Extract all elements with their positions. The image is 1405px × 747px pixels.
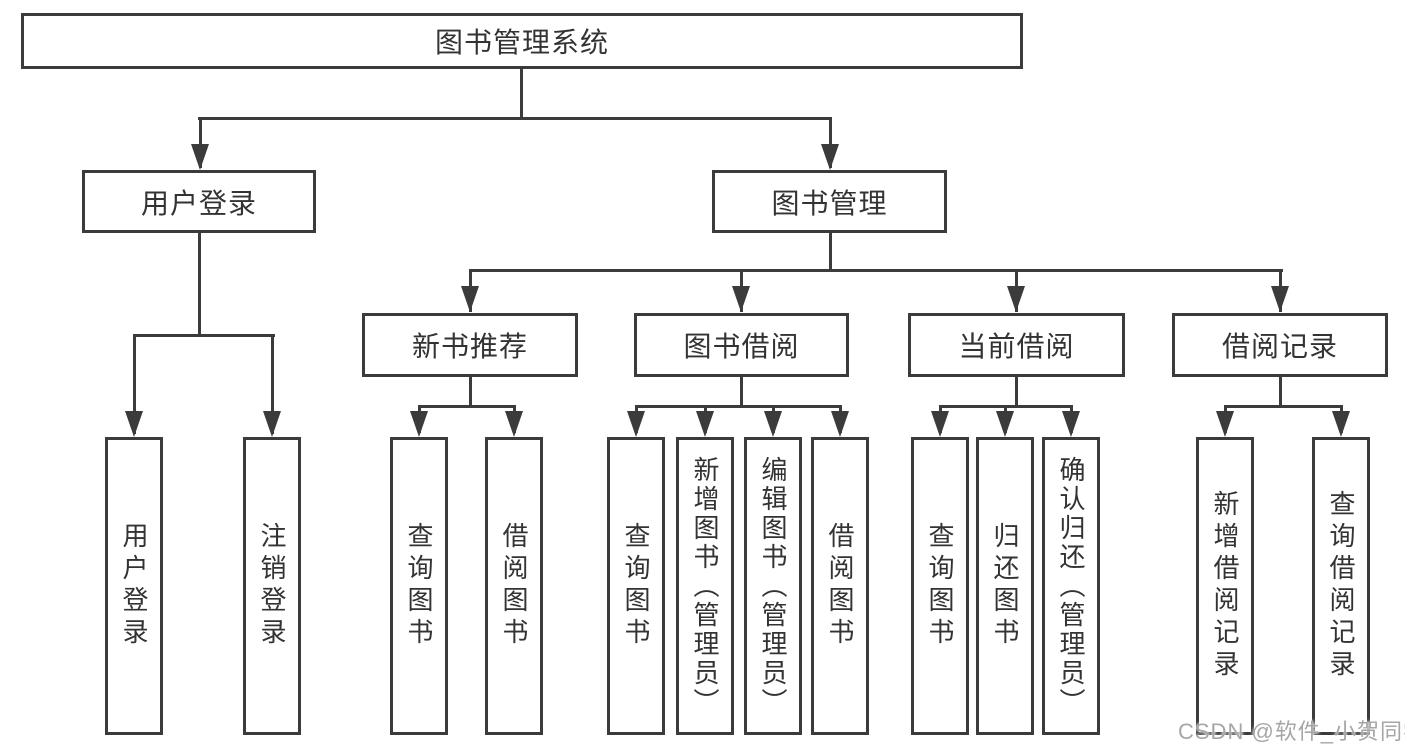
node-leaf-current-query: 查询图书 — [911, 437, 969, 735]
arrow-down-icon — [1216, 411, 1234, 437]
connector-book-borrowing-branch — [635, 405, 842, 408]
node-leaf-borrow-edit-label: 编辑图书（管理员） — [758, 455, 788, 717]
node-leaf-borrow-add: 新增图书（管理员） — [676, 437, 734, 735]
connector-to-leaf-user-login — [133, 334, 136, 434]
node-current-borrowing: 当前借阅 — [908, 313, 1125, 377]
connector-to-book-management — [829, 117, 832, 168]
arrow-down-icon — [764, 411, 782, 437]
arrow-down-icon — [627, 411, 645, 437]
connector-to-user-login — [199, 117, 202, 168]
arrow-down-icon — [1271, 286, 1289, 312]
arrow-down-icon — [1332, 411, 1350, 437]
node-leaf-logout-label: 注销登录 — [257, 522, 287, 650]
node-leaf-records-add: 新增借阅记录 — [1196, 437, 1254, 735]
connector-new-book-recommend-branch — [418, 405, 516, 408]
node-root-label: 图书管理系统 — [434, 27, 609, 58]
arrow-down-icon — [696, 411, 714, 437]
node-leaf-records-query: 查询借阅记录 — [1312, 437, 1370, 735]
node-book-borrowing: 图书借阅 — [634, 313, 849, 377]
arrow-down-icon — [996, 411, 1014, 437]
arrow-down-icon — [821, 144, 839, 170]
node-root: 图书管理系统 — [21, 13, 1023, 69]
node-borrowing-records-label: 借阅记录 — [1221, 331, 1338, 362]
node-leaf-current-return: 归还图书 — [976, 437, 1034, 735]
node-leaf-current-return-label: 归还图书 — [990, 522, 1020, 650]
node-new-book-recommend: 新书推荐 — [362, 313, 578, 377]
node-book-management: 图书管理 — [712, 170, 947, 233]
node-user-login-label: 用户登录 — [140, 187, 257, 219]
node-leaf-borrow-query-label: 查询图书 — [621, 522, 651, 650]
node-leaf-newbook-borrow-label: 借阅图书 — [499, 522, 529, 650]
node-leaf-newbook-borrow: 借阅图书 — [485, 437, 543, 735]
connector-user-login-stem — [198, 233, 201, 337]
connector-new-book-recommend-stem — [469, 377, 472, 408]
node-leaf-borrow-query: 查询图书 — [607, 437, 665, 735]
node-leaf-logout: 注销登录 — [243, 437, 301, 735]
node-book-borrowing-label: 图书借阅 — [683, 331, 800, 362]
arrow-down-icon — [191, 144, 209, 170]
node-leaf-borrow-borrow: 借阅图书 — [811, 437, 869, 735]
connector-borrowing-records-branch — [1224, 405, 1343, 408]
node-user-login: 用户登录 — [82, 170, 316, 233]
node-leaf-borrow-add-label: 新增图书（管理员） — [690, 455, 720, 717]
node-leaf-newbook-query: 查询图书 — [390, 437, 448, 735]
node-leaf-user-login: 用户登录 — [105, 437, 163, 735]
node-borrowing-records: 借阅记录 — [1172, 313, 1388, 377]
arrow-down-icon — [1062, 411, 1080, 437]
connector-book-borrowing-stem — [740, 377, 743, 408]
node-leaf-user-login-label: 用户登录 — [119, 522, 149, 650]
connector-book-management-stem — [829, 233, 832, 272]
node-current-borrowing-label: 当前借阅 — [958, 331, 1075, 362]
arrow-down-icon — [263, 411, 281, 437]
arrow-down-icon — [410, 411, 428, 437]
connector-root-stem — [520, 69, 523, 119]
arrow-down-icon — [831, 411, 849, 437]
arrow-down-icon — [505, 411, 523, 437]
arrow-down-icon — [931, 411, 949, 437]
connector-current-borrowing-stem — [1015, 377, 1018, 408]
connector-level3-branch — [469, 269, 1283, 272]
node-book-management-label: 图书管理 — [771, 187, 888, 219]
arrow-down-icon — [732, 286, 750, 312]
node-leaf-borrow-borrow-label: 借阅图书 — [825, 522, 855, 650]
node-leaf-current-query-label: 查询图书 — [925, 522, 955, 650]
arrow-down-icon — [125, 411, 143, 437]
connector-user-login-branch — [133, 334, 275, 337]
watermark: CSDN @软件_小贺同学 — [1178, 719, 1405, 744]
node-new-book-recommend-label: 新书推荐 — [411, 331, 528, 362]
node-leaf-borrow-edit: 编辑图书（管理员） — [744, 437, 802, 735]
node-leaf-records-query-label: 查询借阅记录 — [1326, 490, 1356, 682]
connector-borrowing-records-stem — [1279, 377, 1282, 408]
arrow-down-icon — [461, 286, 479, 312]
arrow-down-icon — [1007, 286, 1025, 312]
node-leaf-current-confirm-label: 确认归还（管理员） — [1056, 455, 1086, 717]
node-leaf-newbook-query-label: 查询图书 — [404, 522, 434, 650]
connector-to-leaf-logout — [271, 334, 274, 434]
node-leaf-records-add-label: 新增借阅记录 — [1210, 490, 1240, 682]
connector-level2-branch — [198, 117, 832, 120]
node-leaf-current-confirm: 确认归还（管理员） — [1042, 437, 1100, 735]
